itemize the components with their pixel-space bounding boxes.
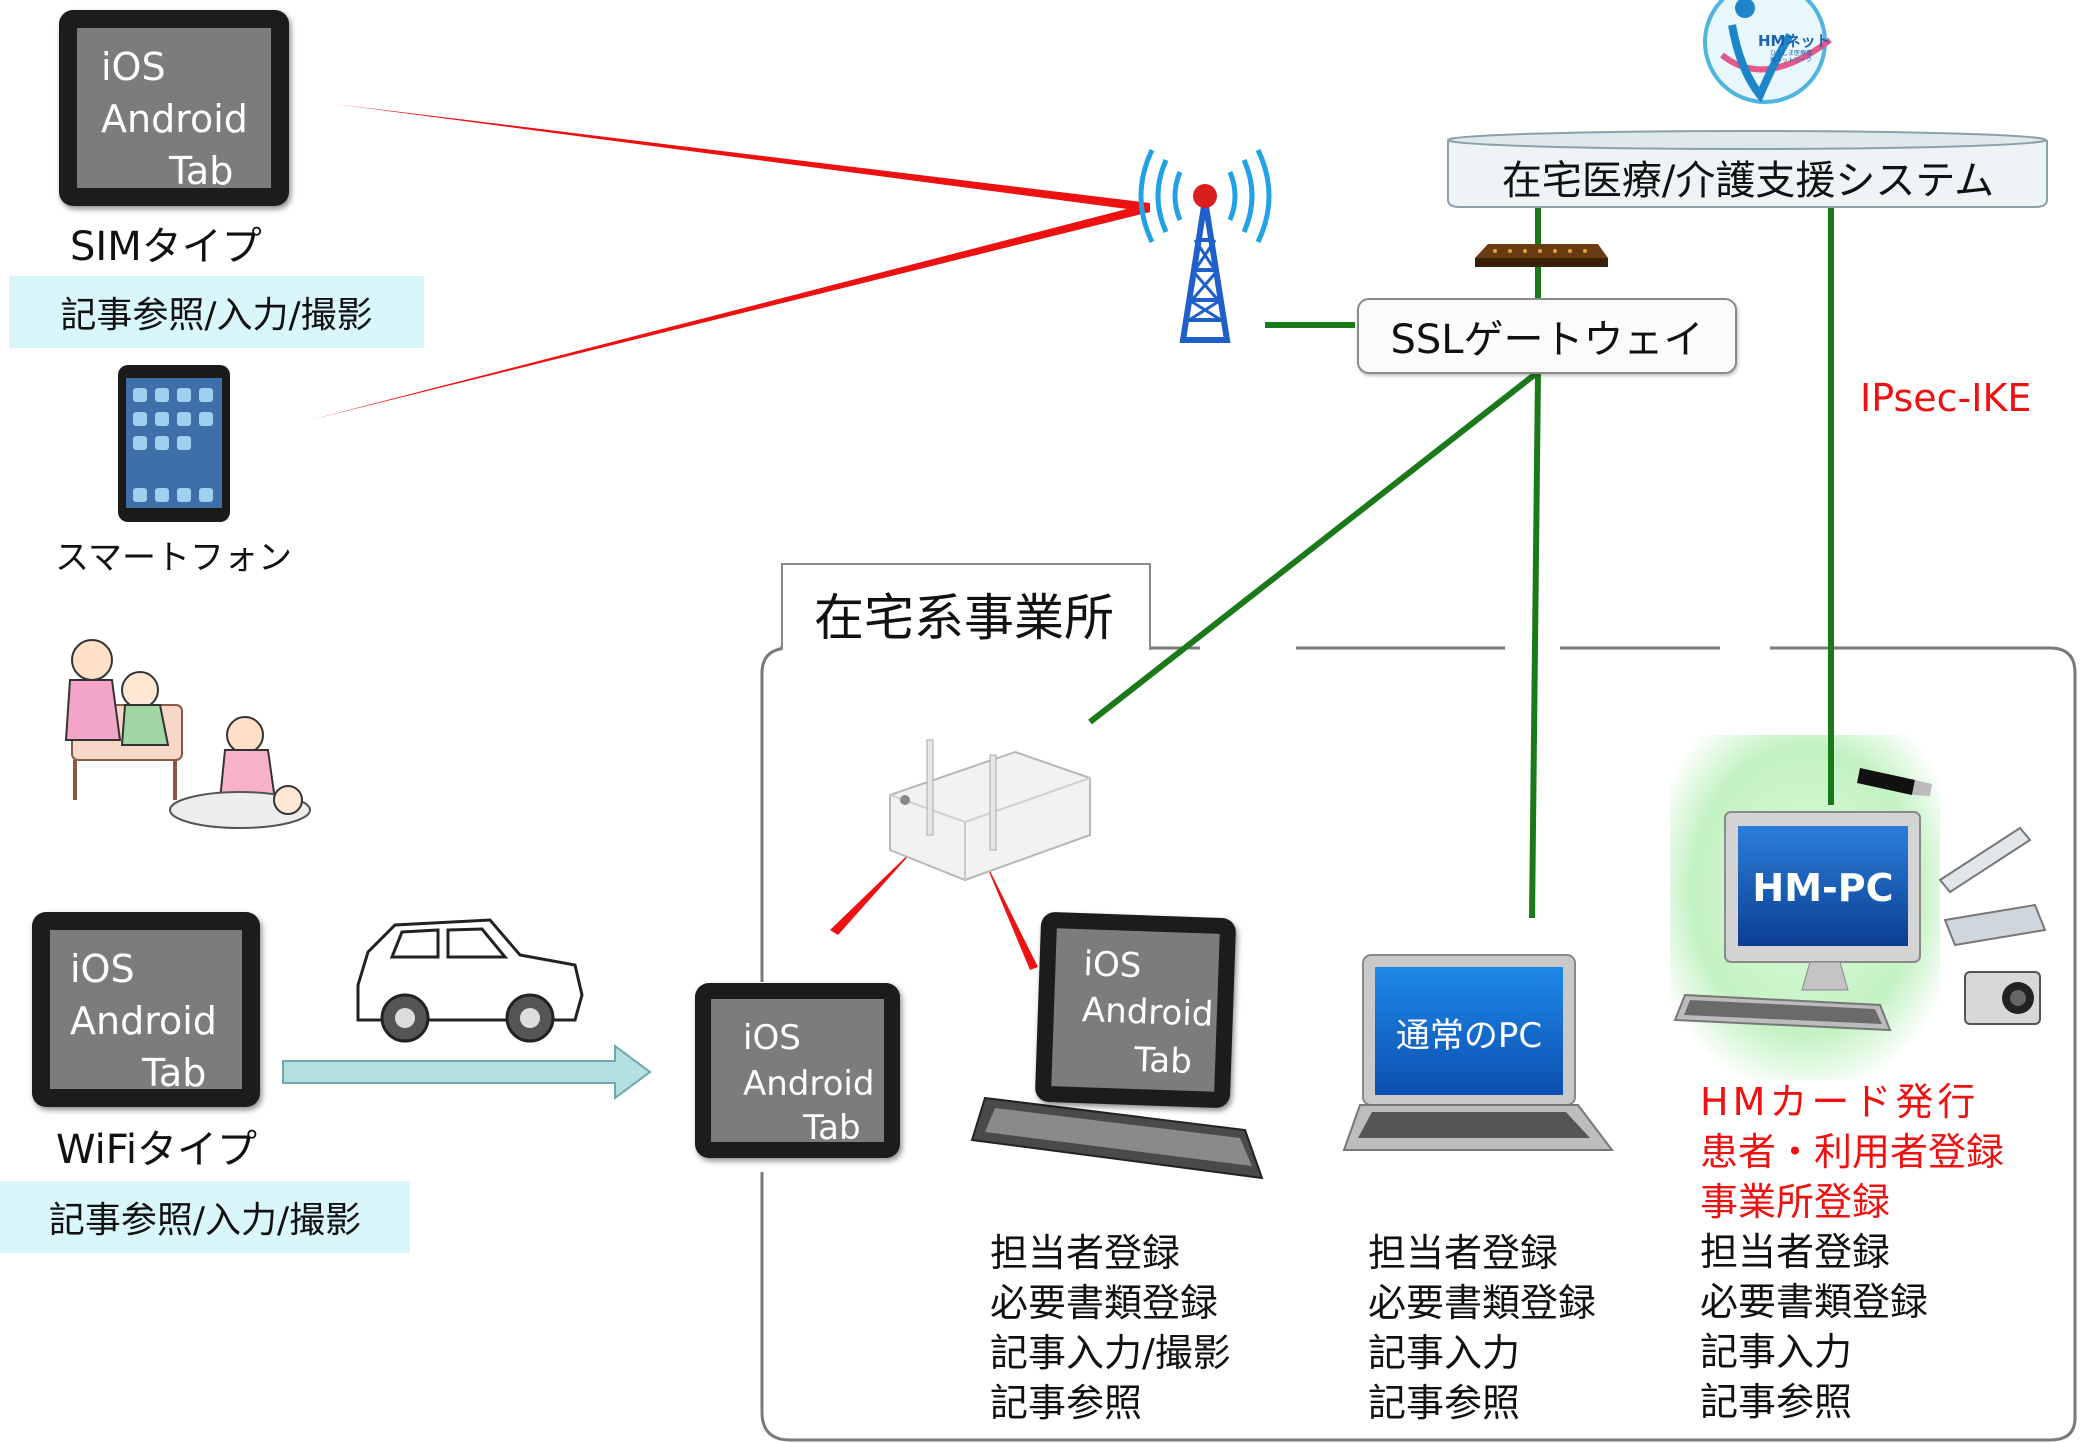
sim-type-label: SIMタイプ: [70, 224, 262, 270]
pc-function-list: 担当者登録 必要書類登録 記事入力 記事参照: [1368, 1228, 1596, 1428]
hm-logo-text: HMネット: [1758, 32, 1831, 50]
list-item: 担当者登録: [990, 1231, 1181, 1275]
smartphone-icon: [118, 365, 230, 522]
ssl-gateway-box: SSLゲートウェイ: [1357, 298, 1737, 374]
list-item: 記事参照: [990, 1381, 1143, 1425]
list-item: 記事入力: [1700, 1330, 1853, 1374]
desktop-tablet-icon: iOS Android Tab: [1034, 911, 1237, 1109]
list-item: 記事参照: [1700, 1380, 1853, 1424]
wifi-feature-box: 記事参照/入力/撮影: [0, 1181, 410, 1253]
office-title-box: [781, 563, 1151, 650]
hm-pc-icon: [1673, 768, 2047, 1032]
system-label: 在宅医療/介護支援システム: [1501, 158, 1995, 204]
green-link-gateway-ap: [1088, 369, 1540, 725]
sim-tablet-icon: iOS Android Tab: [59, 10, 289, 206]
office-title: 在宅系事業所: [814, 589, 1114, 647]
sim-tablet-text-android: Android: [101, 97, 248, 141]
red-link-smartphone: [310, 203, 1150, 420]
list-item: 必要書類登録: [1700, 1280, 1929, 1324]
list-item: 必要書類登録: [990, 1281, 1219, 1325]
list-item: 担当者登録: [1700, 1230, 1891, 1274]
smartphone-label: スマートフォン: [55, 538, 292, 578]
sim-tablet-text-ios: iOS: [101, 45, 166, 89]
list-item: 担当者登録: [1368, 1231, 1559, 1275]
list-item: 事業所登録: [1700, 1180, 1891, 1224]
office-tablet-icon: iOS Android Tab: [695, 983, 900, 1158]
tablet-function-list: 担当者登録 必要書類登録 記事入力/撮影 記事参照: [990, 1228, 1231, 1428]
office-tablet-text-android: Android: [743, 1064, 875, 1104]
hm-pc-function-list: HMカード発行 患者・利用者登録 事業所登録 担当者登録 必要書類登録 記事入力…: [1700, 1077, 2004, 1427]
hm-pc-screen-label: HM-PC: [1752, 866, 1894, 910]
list-item: HMカード発行: [1700, 1080, 1980, 1124]
wifi-tablet-icon: iOS Android Tab: [32, 912, 260, 1107]
office-tablet-text-tab: Tab: [803, 1108, 861, 1148]
green-link-gateway-pc: [1529, 371, 1541, 919]
sim-tablet-text-tab: Tab: [169, 149, 234, 193]
list-item: 記事入力/撮影: [990, 1331, 1231, 1375]
access-point-icon: [889, 739, 1091, 882]
system-cylinder: [1447, 130, 2048, 208]
desktop-tablet-text-android: Android: [1081, 990, 1215, 1035]
laptop-icon: [1342, 954, 1615, 1151]
red-link-ap-desktop: [982, 855, 1038, 970]
red-link-ap-tablet: [830, 843, 920, 935]
wifi-tablet-text-tab: Tab: [142, 1051, 207, 1095]
transfer-arrow: [282, 1044, 652, 1100]
list-item: 患者・利用者登録: [1700, 1130, 2005, 1174]
hm-logo-icon: [1703, 0, 1832, 104]
red-link-sim: [335, 104, 1150, 212]
antenna-tower-icon: [1138, 148, 1272, 343]
list-item: 記事参照: [1368, 1381, 1521, 1425]
desktop-tablet-text-tab: Tab: [1133, 1039, 1193, 1082]
list-item: 記事入力: [1368, 1331, 1521, 1375]
wifi-type-label: WiFiタイプ: [56, 1127, 257, 1173]
office-tablet-text-ios: iOS: [743, 1018, 801, 1058]
gateway-device-icon: [1475, 244, 1608, 267]
list-item: 必要書類登録: [1368, 1281, 1597, 1325]
hm-logo-subtext: ひろしま医療情報ネットワーク: [1770, 50, 1813, 64]
wifi-tablet-text-android: Android: [70, 999, 217, 1043]
normal-pc-screen-label: 通常のPC: [1395, 1016, 1543, 1056]
care-illustration: [64, 639, 311, 829]
ipsec-label: IPsec-IKE: [1860, 376, 2032, 420]
car-icon: [356, 918, 584, 1043]
wifi-tablet-text-ios: iOS: [70, 947, 135, 991]
desktop-tablet-text-ios: iOS: [1082, 944, 1143, 987]
keyboard-icon: [970, 1096, 1264, 1180]
sim-feature-box: 記事参照/入力/撮影: [9, 276, 424, 348]
